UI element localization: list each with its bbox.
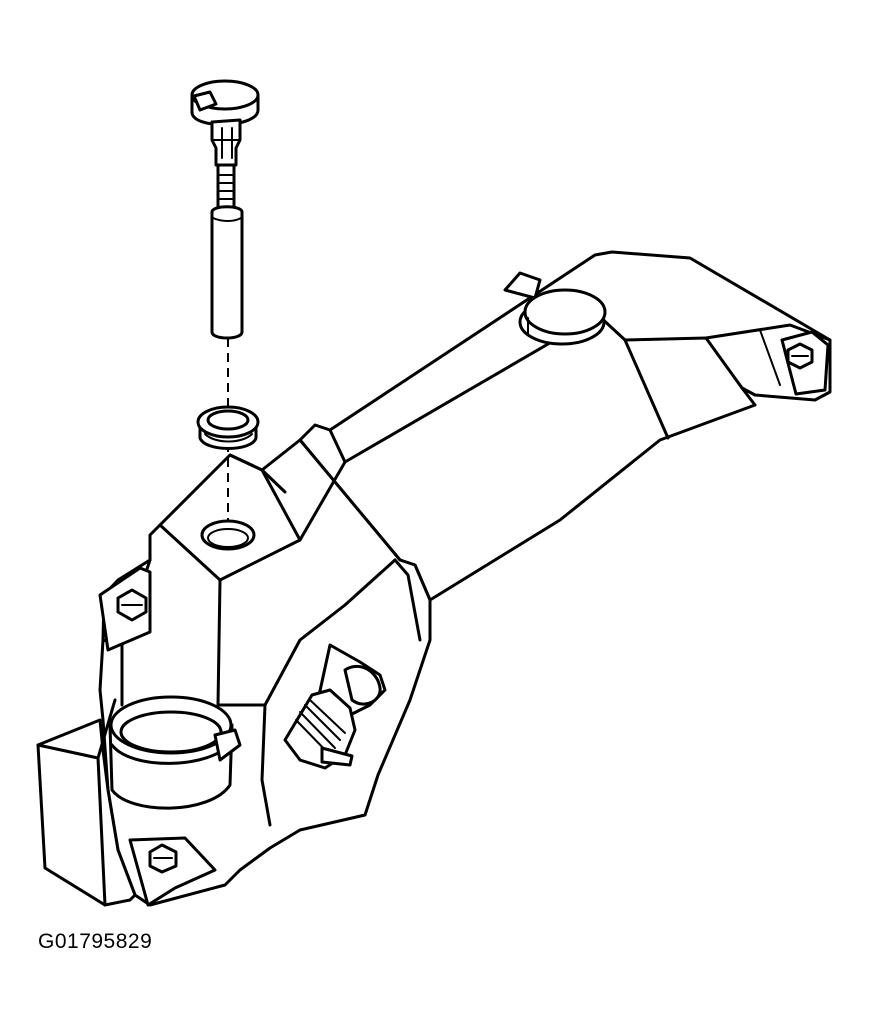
grommet (196, 405, 260, 450)
mounting-bolt (148, 843, 178, 874)
washer-fluid-reservoir (36, 250, 832, 907)
filler-neck (108, 695, 242, 810)
mounting-bolt (786, 342, 814, 370)
reservoir-cap (503, 271, 607, 346)
washer-pump (283, 643, 387, 770)
figure-code: G01795829 (38, 930, 153, 953)
mounting-bolt (116, 588, 148, 622)
fluid-level-sensor (190, 79, 260, 340)
